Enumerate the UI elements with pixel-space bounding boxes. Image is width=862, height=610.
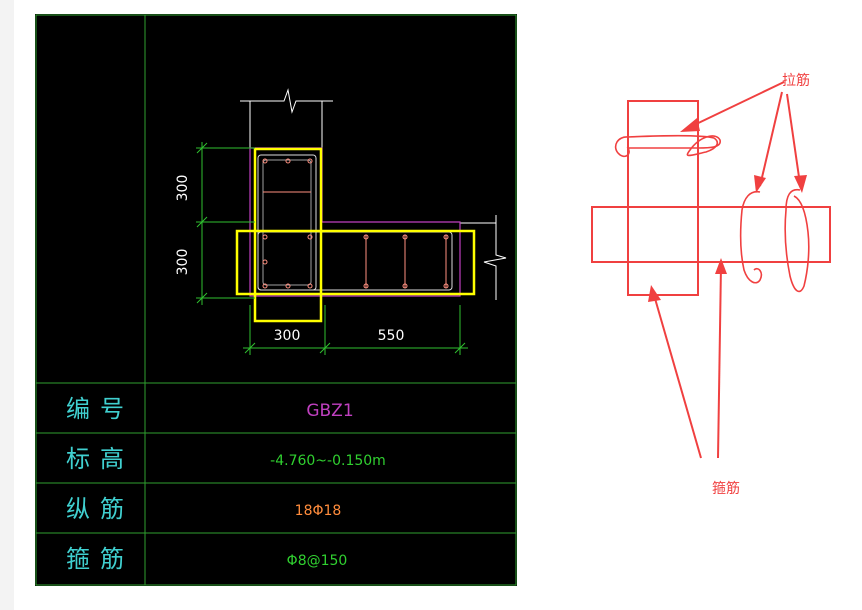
cad-frame xyxy=(35,14,517,586)
dim-left-upper: 300 xyxy=(175,175,191,202)
spec-table: 编号 GBZ1 标高 -4.760~-0.150m 纵筋 18Φ18 箍筋 Φ8… xyxy=(66,395,386,573)
left-gutter xyxy=(0,0,14,610)
cad-rebars xyxy=(262,158,449,289)
sketch-tie-vertical-1 xyxy=(739,190,763,284)
yellow-highlight-vertical xyxy=(253,147,323,323)
dim-left-lower: 300 xyxy=(175,249,191,276)
dim-bottom-right: 550 xyxy=(378,328,405,344)
table-value-longitudinal: 18Φ18 xyxy=(295,503,342,519)
cad-drawing-panel xyxy=(35,14,517,586)
sketch-horizontal-box xyxy=(591,206,831,263)
annotation-sketch xyxy=(591,81,831,459)
dim-bottom-left: 300 xyxy=(274,328,301,344)
annotation-arrowheads xyxy=(648,118,807,302)
table-label-elevation: 标高 xyxy=(66,445,134,473)
yellow-highlight-horizontal xyxy=(235,229,476,296)
table-label-stirrup: 箍筋 xyxy=(66,545,134,573)
sketch-tie-horizontal xyxy=(614,134,721,158)
label-stirrup: 箍筋 xyxy=(712,480,740,497)
break-line-top xyxy=(240,88,333,114)
break-line-right xyxy=(483,215,507,300)
table-value-elevation: -4.760~-0.150m xyxy=(270,453,386,469)
sketch-vertical-box xyxy=(627,100,699,296)
dimension-lines xyxy=(196,142,468,355)
table-value-id: GBZ1 xyxy=(306,401,353,421)
table-label-id: 编号 xyxy=(66,395,134,423)
table-value-stirrup: Φ8@150 xyxy=(287,553,348,569)
cad-ties xyxy=(263,191,447,288)
column-outline xyxy=(249,147,461,297)
label-tie: 拉筋 xyxy=(782,72,810,89)
sketch-tie-vertical-2 xyxy=(784,188,810,293)
table-label-longitudinal: 纵筋 xyxy=(66,495,134,523)
